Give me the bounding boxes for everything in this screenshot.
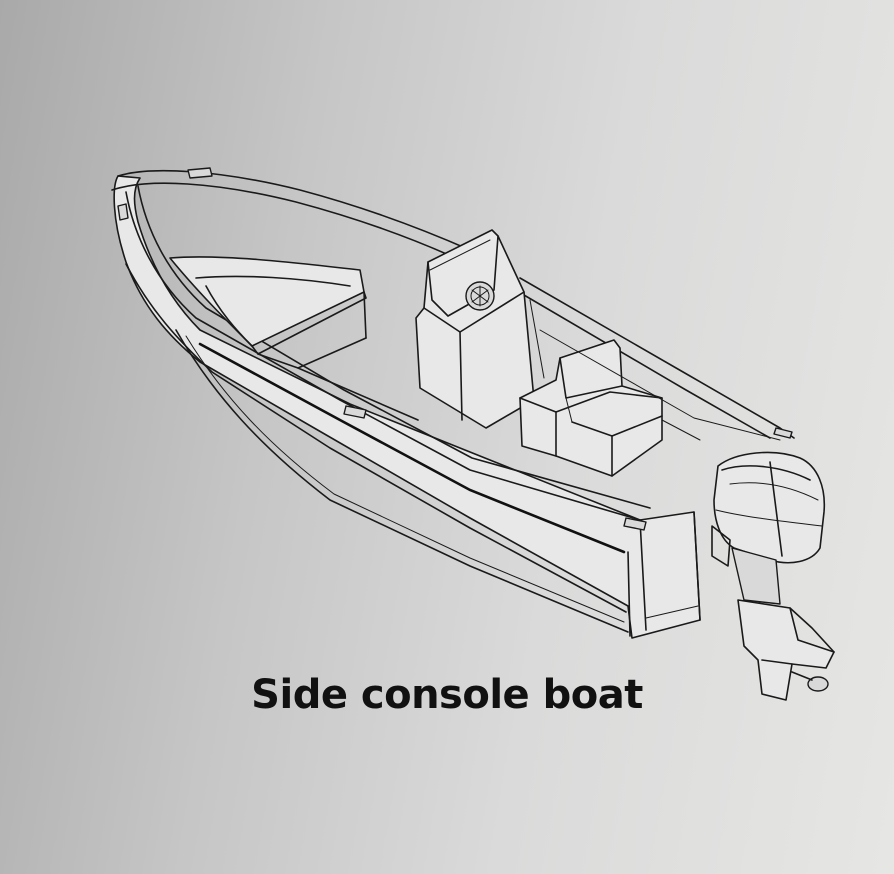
deck-floor bbox=[529, 299, 781, 441]
cleats bbox=[117, 167, 793, 531]
bow-seat bbox=[169, 256, 419, 421]
diagram-caption: Side console boat bbox=[251, 672, 643, 718]
outboard-motor bbox=[711, 451, 835, 701]
side-console bbox=[415, 229, 535, 429]
rear-seat bbox=[519, 339, 663, 477]
